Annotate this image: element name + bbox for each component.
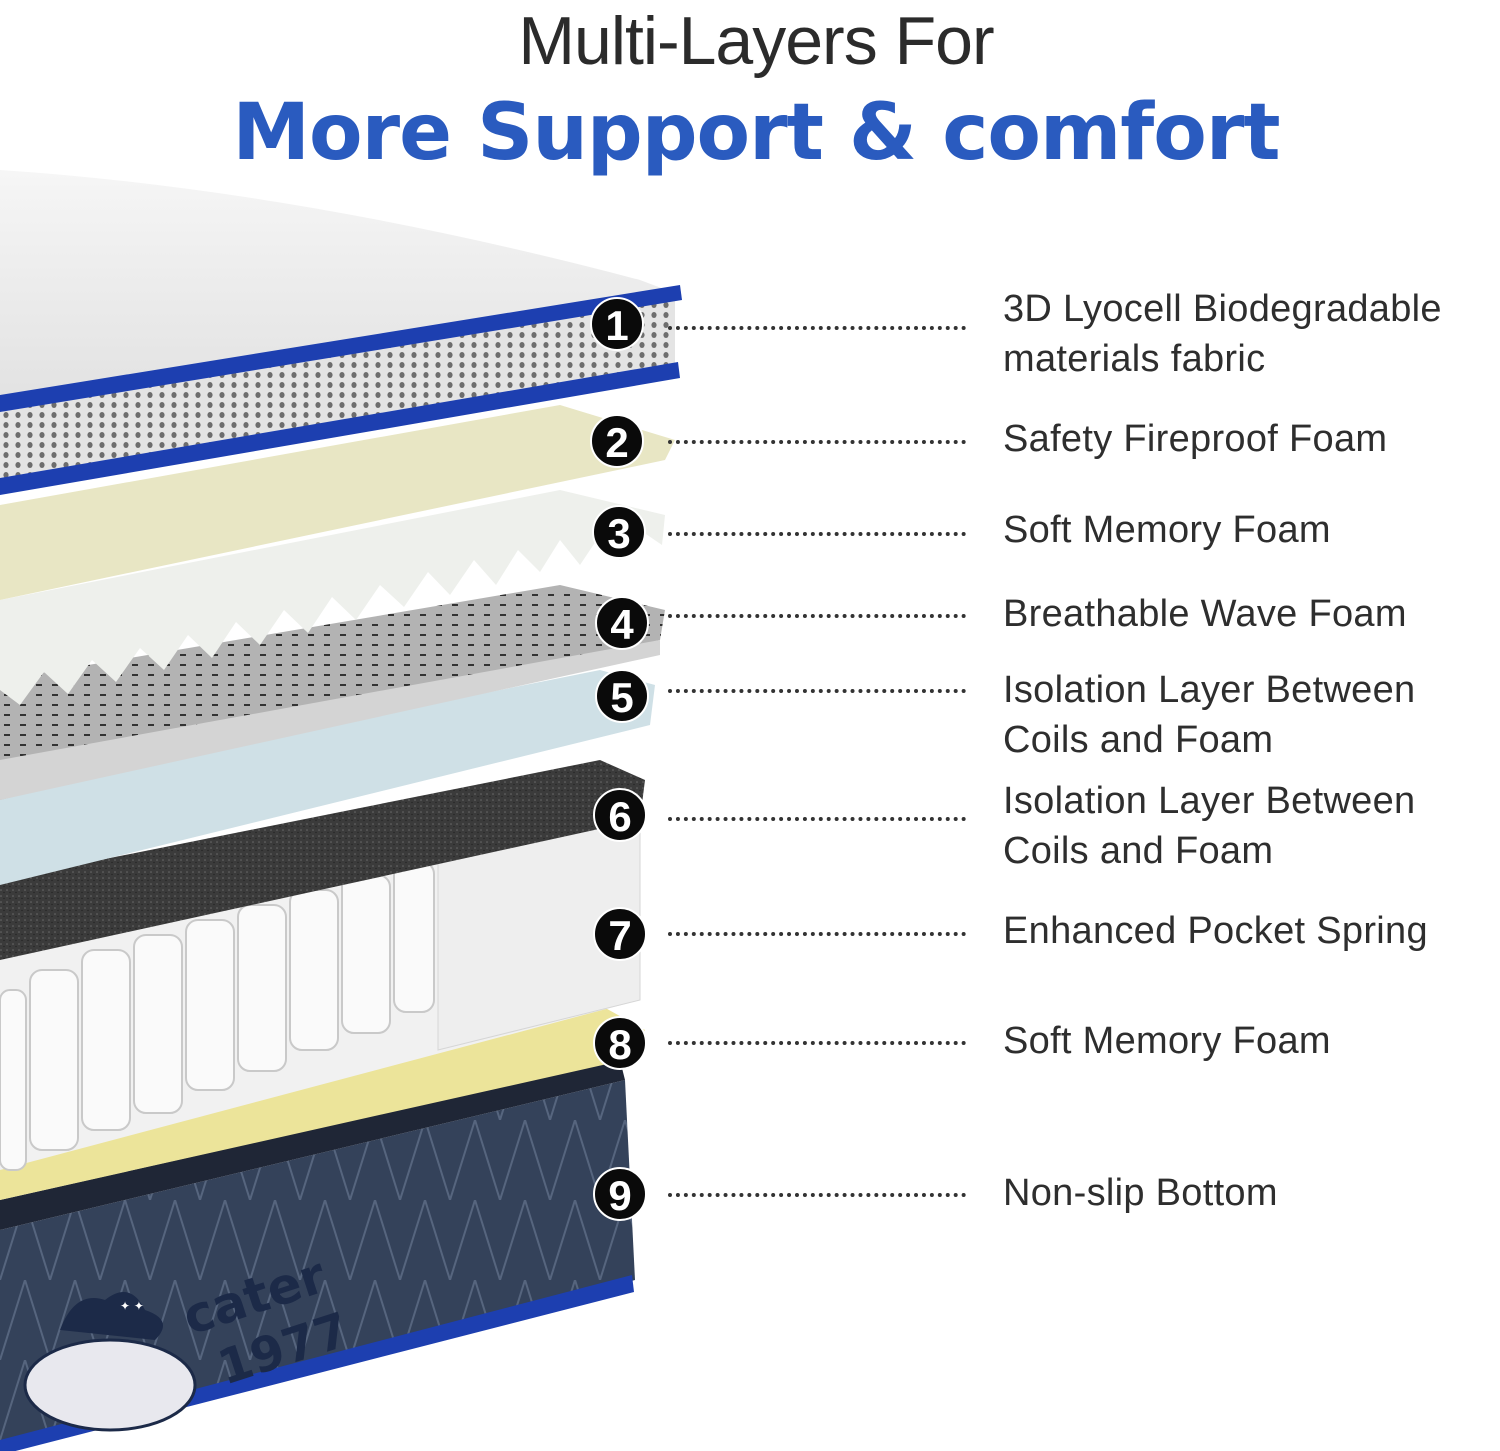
layer-label: Isolation Layer Between Coils and Foam (1003, 776, 1500, 876)
layer-label: Safety Fireproof Foam (1003, 414, 1500, 464)
star-icons: ✦ ✦ (120, 1299, 144, 1313)
layer-label-line-1: Enhanced Pocket Spring (1003, 910, 1428, 952)
dotted-leader-line (668, 932, 966, 936)
dotted-leader-line (668, 440, 966, 444)
layer-label-line-1: Soft Memory Foam (1003, 509, 1331, 551)
layer-label-line-1: Non-slip Bottom (1003, 1172, 1278, 1214)
headline-line-2: More Support & comfort (232, 88, 1280, 178)
layer-label-line-1: Safety Fireproof Foam (1003, 418, 1388, 460)
layer-label: Non-slip Bottom (1003, 1168, 1500, 1218)
layer-7-pocket-springs (0, 819, 641, 1171)
layer-label-line-1: Breathable Wave Foam (1003, 593, 1407, 635)
layer-label-line-1: Isolation Layer Between (1003, 669, 1416, 711)
layer-label: Breathable Wave Foam (1003, 589, 1500, 639)
layer-label-line-1: Isolation Layer Between (1003, 780, 1416, 822)
layer-label: Enhanced Pocket Spring (1003, 906, 1500, 956)
layer-2-fireproof-foam (0, 405, 675, 600)
layer-number-badge: 5 (595, 669, 649, 723)
layer-label: 3D Lyocell Biodegradable materials fabri… (1003, 284, 1500, 384)
layer-number-badge: 3 (592, 505, 646, 559)
layer-1-top-fabric (0, 170, 682, 495)
layer-label: Soft Memory Foam (1003, 1016, 1500, 1066)
layer-4-wave-foam (0, 585, 665, 800)
layer-label: Soft Memory Foam (1003, 505, 1500, 555)
layer-number-badge: 9 (593, 1167, 647, 1221)
layer-number-badge: 8 (593, 1016, 647, 1070)
layer-label-line-2: materials fabric (1003, 338, 1266, 380)
dotted-leader-line (668, 689, 966, 693)
layer-label-line-2: Coils and Foam (1003, 719, 1274, 761)
layer-6-felt (0, 760, 645, 960)
layer-label: Isolation Layer Between Coils and Foam (1003, 665, 1500, 765)
layer-number-badge: 1 (590, 297, 644, 351)
dotted-leader-line (668, 1193, 966, 1197)
layer-number-badge: 4 (595, 596, 649, 650)
dotted-leader-line (668, 532, 966, 536)
layer-3-memory-foam (0, 490, 665, 705)
layer-number-badge: 2 (590, 414, 644, 468)
layer-number-badge: 6 (593, 788, 647, 842)
layer-label-line-1: 3D Lyocell Biodegradable (1003, 288, 1442, 330)
layer-label-line-2: Coils and Foam (1003, 830, 1274, 872)
layer-number-badge: 7 (593, 907, 647, 961)
layer-label-line-1: Soft Memory Foam (1003, 1020, 1331, 1062)
headline-line-1: Multi-Layers For (518, 3, 994, 79)
dotted-leader-line (668, 817, 966, 821)
dotted-leader-line (668, 614, 966, 618)
layer-5-isolation (0, 670, 655, 885)
mattress-layers-illustration: ✦ ✦ cater 1977 (0, 170, 682, 1451)
dotted-leader-line (668, 1041, 966, 1045)
dotted-leader-line (668, 326, 966, 330)
layer-8-memory-foam (0, 1005, 645, 1200)
